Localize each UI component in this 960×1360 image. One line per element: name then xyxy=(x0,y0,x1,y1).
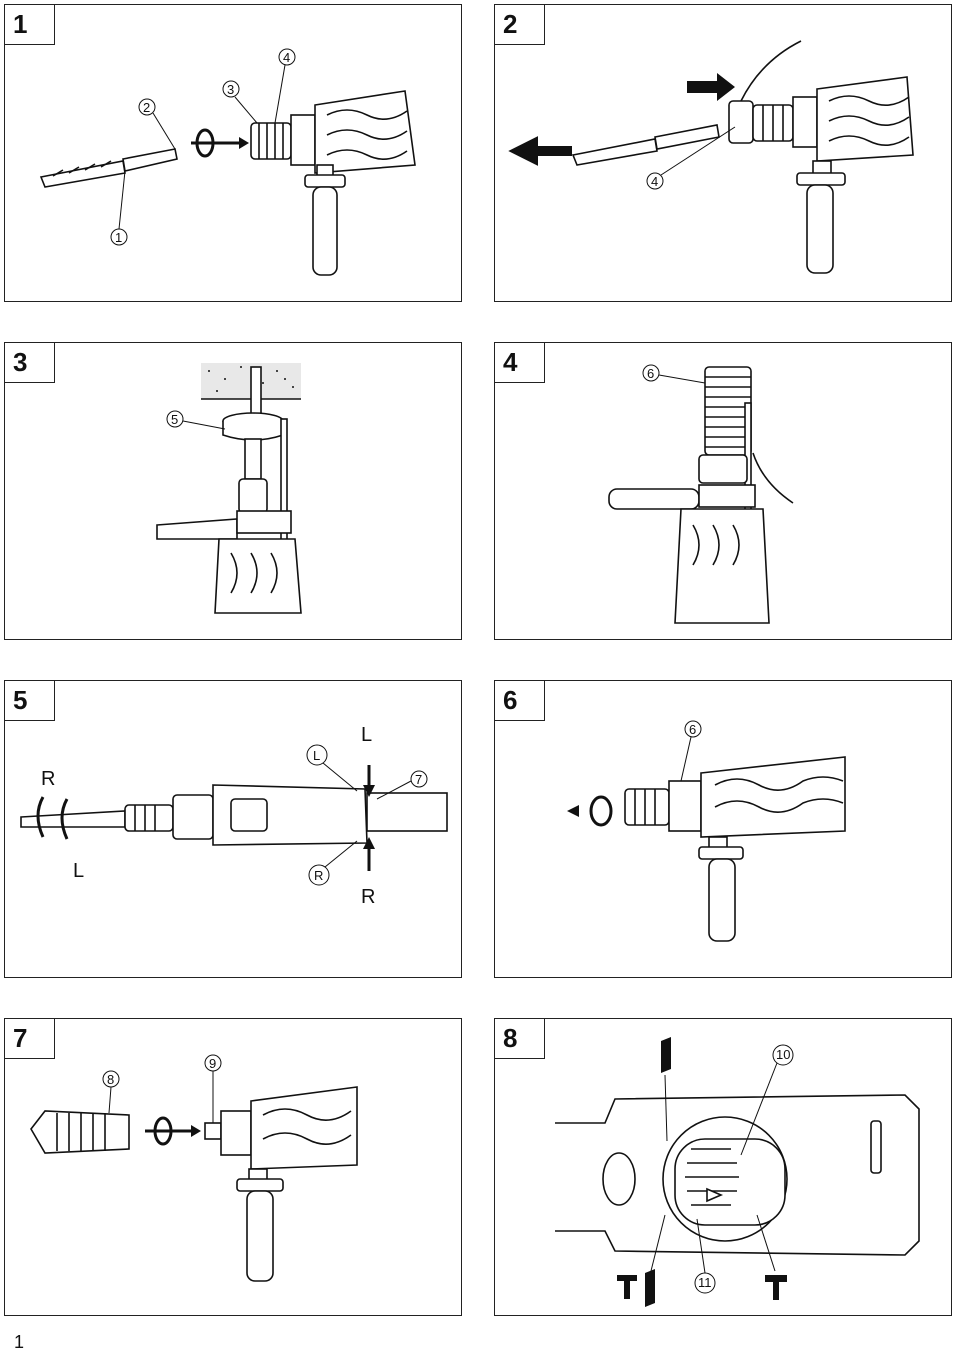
mode-selector-illustration: 10 11 xyxy=(555,1037,920,1307)
callout-label: 3 xyxy=(227,82,234,97)
figure-number-tab: 2 xyxy=(495,5,545,45)
figure-number: 3 xyxy=(13,347,28,377)
switch-position-right: R xyxy=(361,886,375,908)
dust-cup-drilling-illustration: 5 xyxy=(156,363,302,614)
callout-label: 1 xyxy=(115,230,122,245)
callout-label: 4 xyxy=(651,174,658,189)
figure-number: 7 xyxy=(13,1023,28,1053)
figure-number-tab: 1 xyxy=(5,5,55,45)
hammer-drill-mode-icon xyxy=(617,1269,655,1307)
rotate-arrow-icon xyxy=(589,795,613,827)
callout-label: 5 xyxy=(171,412,178,427)
callout-label: 6 xyxy=(689,722,696,737)
figure-number: 2 xyxy=(503,9,518,39)
figure-number: 1 xyxy=(13,9,28,39)
callout-label: 6 xyxy=(647,366,654,381)
figure-number-tab: 8 xyxy=(495,1019,545,1059)
callout-label: 4 xyxy=(283,50,290,65)
figure-number: 8 xyxy=(503,1023,518,1053)
switch-position-left: L xyxy=(361,724,372,746)
callout-label: 9 xyxy=(209,1056,216,1071)
figure-number-tab: 3 xyxy=(5,343,55,383)
figure-3-panel: 3 5 xyxy=(4,342,462,640)
callout-label: 11 xyxy=(698,1275,712,1290)
figure-5-panel: 5 R L L 7 L R R xyxy=(4,680,462,978)
figure-number: 4 xyxy=(503,347,518,377)
dust-collector-illustration: 6 xyxy=(608,364,794,624)
drill-bit-removal-illustration: 4 xyxy=(508,40,914,274)
page-number: 1 xyxy=(14,1332,25,1352)
chuck-removal-illustration: 8 9 xyxy=(30,1054,358,1282)
direction-label-left: L xyxy=(73,860,84,882)
rotation-direction-illustration: R L L 7 L R R xyxy=(20,724,448,908)
figure-7-panel: 7 8 9 xyxy=(4,1018,462,1316)
figure-2-panel: 2 4 xyxy=(494,4,952,302)
switch-label-left: L xyxy=(313,748,320,763)
figure-8-panel: 8 10 11 xyxy=(494,1018,952,1316)
callout-label: 8 xyxy=(107,1072,114,1087)
direction-label-right: R xyxy=(41,768,55,790)
drill-bit-insertion-illustration: 2 3 4 1 xyxy=(39,48,416,276)
figure-number-tab: 4 xyxy=(495,343,545,383)
figure-number-tab: 7 xyxy=(5,1019,55,1059)
arrow-left-icon xyxy=(508,136,572,166)
drill-mode-icon xyxy=(661,1037,671,1073)
chuck-release-illustration: 6 xyxy=(567,720,846,942)
figure-6-panel: 6 6 xyxy=(494,680,952,978)
callout-label: 2 xyxy=(143,100,150,115)
callout-label: 10 xyxy=(776,1047,790,1062)
figure-number: 5 xyxy=(13,685,28,715)
figure-4-panel: 4 6 xyxy=(494,342,952,640)
figure-number-tab: 6 xyxy=(495,681,545,721)
arrow-right-icon xyxy=(687,73,735,101)
hammer-mode-icon xyxy=(765,1275,787,1300)
figure-1-panel: 1 2 3 xyxy=(4,4,462,302)
figure-number: 6 xyxy=(503,685,518,715)
switch-label-right: R xyxy=(314,868,323,883)
callout-label: 7 xyxy=(415,772,422,787)
figure-number-tab: 5 xyxy=(5,681,55,721)
